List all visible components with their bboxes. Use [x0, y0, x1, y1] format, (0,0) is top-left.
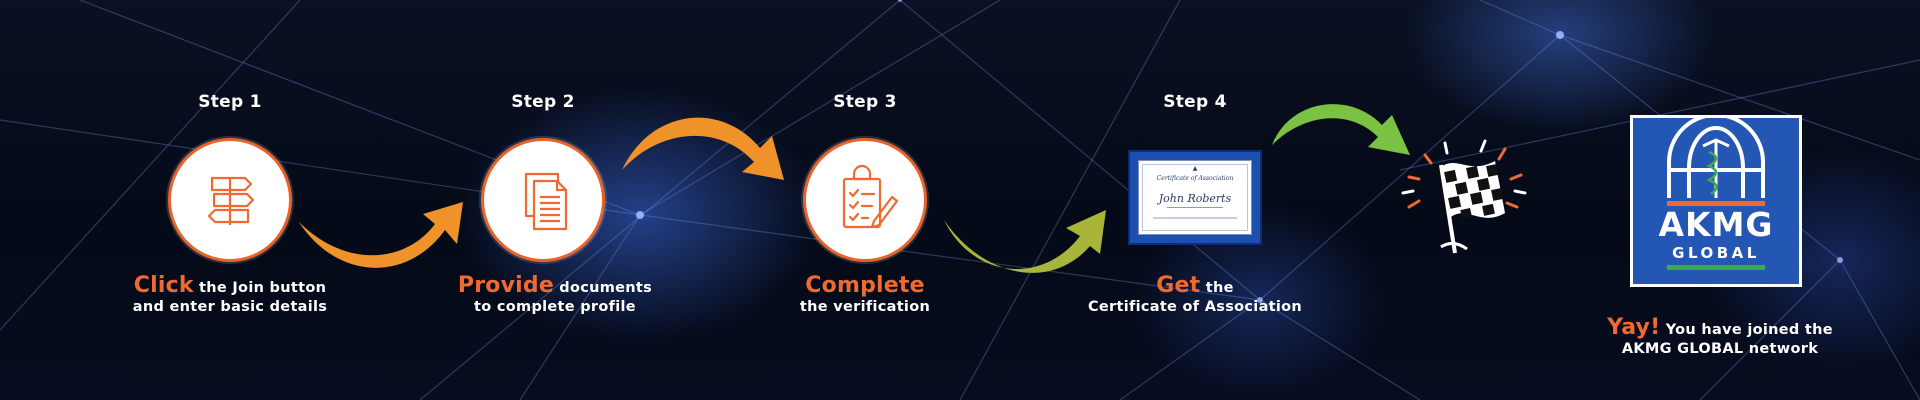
checkered-flag-icon: [1401, 139, 1527, 254]
certificate-seal: ▲: [1192, 165, 1198, 172]
certificate-icon: ▲ Certificate of Association John Robert…: [1128, 150, 1262, 245]
final-highlight: Yay!: [1607, 315, 1661, 340]
logo-green-stripe: [1667, 265, 1765, 270]
certificate-paper: ▲ Certificate of Association John Robert…: [1138, 160, 1252, 235]
step-1-caption: Click the Join button and enter basic de…: [110, 273, 350, 317]
step-1-caption-line2: and enter basic details: [132, 299, 328, 315]
step-2-title: Step 2: [511, 92, 575, 112]
step-1-highlight: Click: [133, 273, 194, 298]
step-1-caption-line1: the Join button: [193, 280, 327, 296]
step-2-caption-line1: documents: [553, 280, 653, 296]
arrow-step1-to-step2: [299, 202, 463, 268]
step-3-caption: Complete the verification: [750, 273, 980, 317]
arrow-step4-to-finish: [1272, 104, 1410, 155]
step-3-title: Step 3: [833, 92, 897, 112]
logo-name-line2: GLOBAL: [1672, 244, 1760, 262]
globe-emblem: [1667, 118, 1765, 198]
step-4-caption-line2: Certificate of Association: [1087, 299, 1303, 315]
akmg-global-logo: AKMG GLOBAL: [1630, 115, 1802, 287]
certificate-border: [1142, 164, 1248, 231]
step-4-highlight: Get: [1156, 273, 1201, 298]
certificate-name: John Roberts: [1158, 192, 1232, 205]
final-caption: Yay! You have joined the AKMG GLOBAL net…: [1580, 315, 1860, 359]
certificate-underline: [1167, 207, 1223, 208]
step-4-caption-line1: the: [1200, 280, 1234, 296]
step-4-caption: Get the Certificate of Association: [1075, 273, 1315, 317]
step-1-title: Step 1: [198, 92, 262, 112]
final-caption-line2: AKMG GLOBAL network: [1621, 341, 1819, 357]
step-2-caption-line2: to complete profile: [474, 299, 636, 315]
logo-name-line1: AKMG: [1658, 205, 1774, 244]
step-3-highlight: Complete: [805, 273, 925, 298]
final-caption-line1: You have joined the: [1660, 322, 1833, 338]
step-1-icon-circle: [168, 138, 292, 262]
step-2-highlight: Provide: [457, 273, 554, 298]
arrow-step2-to-step3: [622, 117, 784, 180]
arrow-step3-to-step4: [944, 210, 1106, 273]
step-2-caption: Provide documents to complete profile: [430, 273, 680, 317]
logo-orange-stripe: [1667, 201, 1765, 206]
documents-icon: [524, 172, 568, 231]
step-4-title: Step 4: [1163, 92, 1227, 112]
step-3-icon-circle: [803, 138, 927, 262]
step-2-icon-circle: [481, 138, 605, 262]
certificate-fineprint: [1153, 217, 1237, 219]
certificate-heading: Certificate of Association: [1156, 175, 1234, 182]
clipboard-edit-icon: [842, 164, 899, 229]
step-3-caption-line2: the verification: [799, 299, 931, 315]
signpost-icon: [207, 176, 255, 225]
